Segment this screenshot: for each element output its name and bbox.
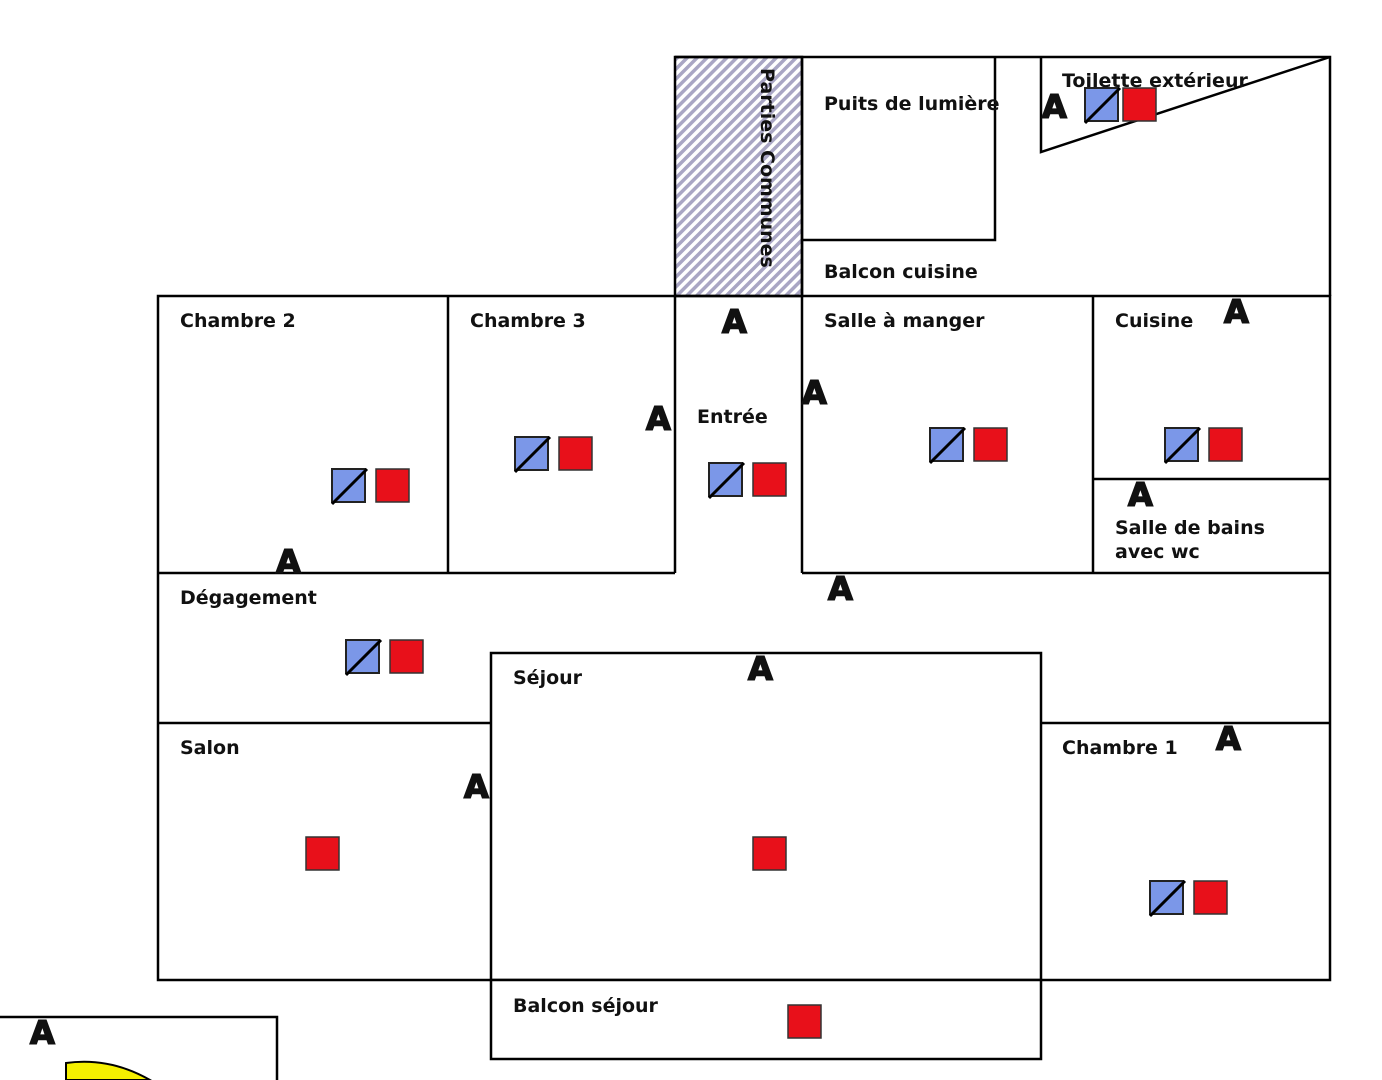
- label-cuisine: Cuisine: [1115, 310, 1193, 332]
- sejour-room: [489, 651, 1043, 982]
- red-square-icon: [305, 836, 340, 871]
- label-puits-de-lumiere: Puits de lumière: [824, 93, 1000, 115]
- red-square-icon: [787, 1004, 822, 1039]
- label-salle-de-bains: Salle de bains: [1115, 517, 1265, 539]
- label-parties-communes: Parties Communes: [756, 68, 778, 268]
- blue-slashed-square-icon: [1163, 426, 1202, 465]
- a-symbol-icon: A: [802, 374, 827, 412]
- a-symbol-icon: A: [722, 303, 747, 341]
- label-salle-a-manger: Salle à manger: [824, 310, 985, 332]
- label-salon: Salon: [180, 737, 240, 759]
- blue-slashed-square-icon: [1148, 879, 1187, 918]
- label-chambre-2: Chambre 2: [180, 310, 296, 332]
- blue-slashed-square-icon: [707, 461, 746, 500]
- a-symbol-icon: A: [276, 543, 301, 581]
- blue-slashed-square-icon: [344, 638, 383, 677]
- label-degagement: Dégagement: [180, 587, 317, 609]
- red-square-icon: [558, 436, 593, 471]
- a-symbol-icon: A: [828, 570, 853, 608]
- label-chambre-3: Chambre 3: [470, 310, 586, 332]
- label-chambre-1: Chambre 1: [1062, 737, 1178, 759]
- a-symbol-icon: A: [1128, 476, 1153, 514]
- label-avec-wc: avec wc: [1115, 541, 1200, 563]
- a-symbol-icon: A: [1216, 720, 1241, 758]
- blue-slashed-square-icon: [1083, 86, 1122, 125]
- label-toilette-exterieur: Toilette extérieur: [1062, 70, 1248, 92]
- parties-communes-area: [673, 55, 804, 298]
- label-balcon-cuisine: Balcon cuisine: [824, 261, 978, 283]
- blue-slashed-square-icon: [330, 467, 369, 506]
- red-square-icon: [1122, 87, 1157, 122]
- label-sejour: Séjour: [513, 667, 583, 689]
- a-symbol-icon: A: [30, 1014, 55, 1052]
- a-symbol-icon: A: [1042, 88, 1067, 126]
- red-square-icon: [389, 639, 424, 674]
- red-square-icon: [752, 836, 787, 871]
- legend-yellow-arc: [65, 1060, 153, 1080]
- blue-slashed-square-icon: [513, 435, 552, 474]
- blue-slashed-square-icon: [928, 426, 967, 465]
- label-balcon-sejour: Balcon séjour: [513, 995, 659, 1017]
- a-symbol-icon: A: [1224, 293, 1249, 331]
- balcon-sejour-room: [489, 978, 1043, 1061]
- a-symbol-icon: A: [646, 400, 671, 438]
- red-square-icon: [973, 427, 1008, 462]
- red-square-icon: [752, 462, 787, 497]
- legend-box: [0, 1015, 279, 1080]
- label-entree: Entrée: [697, 406, 768, 428]
- a-symbol-icon: A: [464, 768, 489, 806]
- red-square-icon: [375, 468, 410, 503]
- red-square-icon: [1208, 427, 1243, 462]
- a-symbol-icon: A: [748, 650, 773, 688]
- red-square-icon: [1193, 880, 1228, 915]
